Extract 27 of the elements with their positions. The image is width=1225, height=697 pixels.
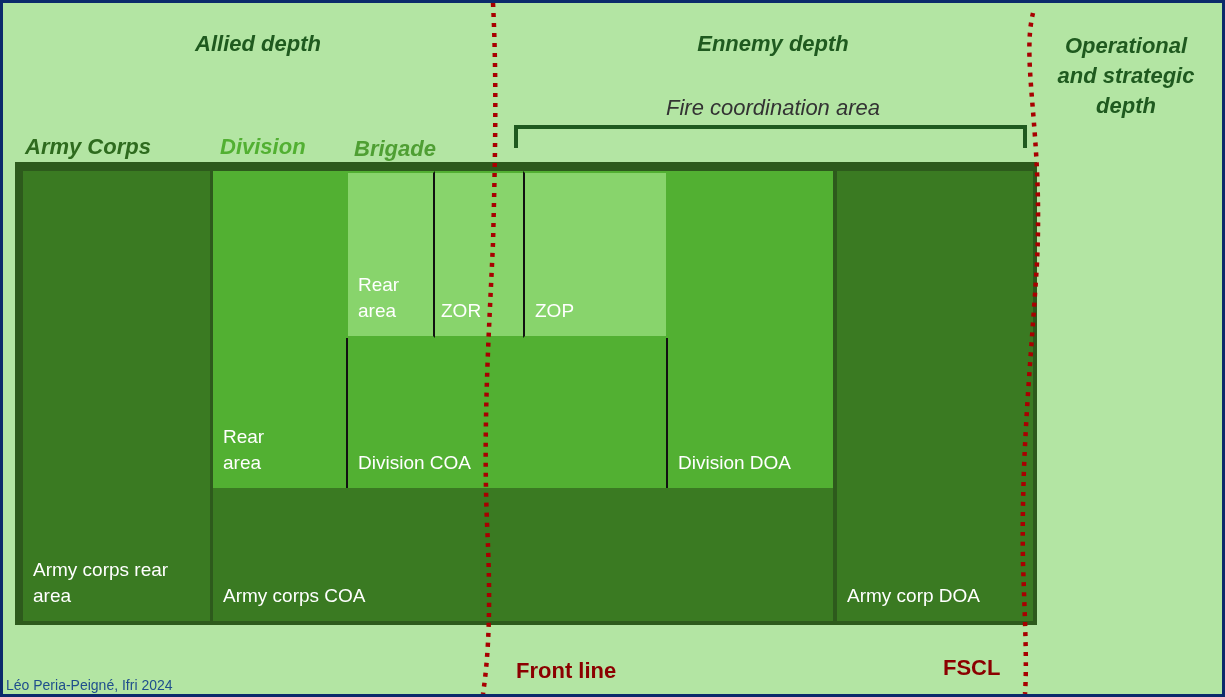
zone-label: Division COA (358, 451, 472, 475)
zone-area (346, 338, 668, 488)
zone-label: Rear area (358, 273, 401, 323)
heading-label: Ennemy depth (696, 31, 850, 57)
area-label: Fire coordination area (665, 95, 881, 121)
zone-label: Division DOA (678, 451, 792, 475)
heading-label: Division (220, 134, 307, 160)
heading-label: Brigade (354, 136, 437, 162)
zone-area (435, 171, 523, 338)
zone-area (23, 171, 210, 621)
zone-label: ZOR (441, 299, 483, 323)
heading-label: Front line (516, 658, 618, 684)
credit-text: Léo Peria-Peigné, Ifri 2024 (6, 677, 174, 693)
heading-label: Operational and strategic depth (1056, 32, 1196, 120)
heading-label: FSCL (943, 655, 1002, 681)
zone-label: ZOP (535, 299, 576, 323)
heading-label: Allied depth (193, 31, 322, 57)
zone-label: Army corp DOA (847, 584, 982, 608)
zone-area (346, 171, 435, 338)
zone-area (523, 171, 668, 338)
heading-label: Army Corps (25, 134, 152, 160)
zone-area (213, 488, 833, 621)
zone-area (668, 171, 833, 488)
zone-label: Rear area (223, 425, 266, 475)
zone-area (213, 171, 346, 488)
zone-label: Army corps COA (223, 584, 367, 608)
zone-label: Army corps rear area (33, 558, 170, 608)
